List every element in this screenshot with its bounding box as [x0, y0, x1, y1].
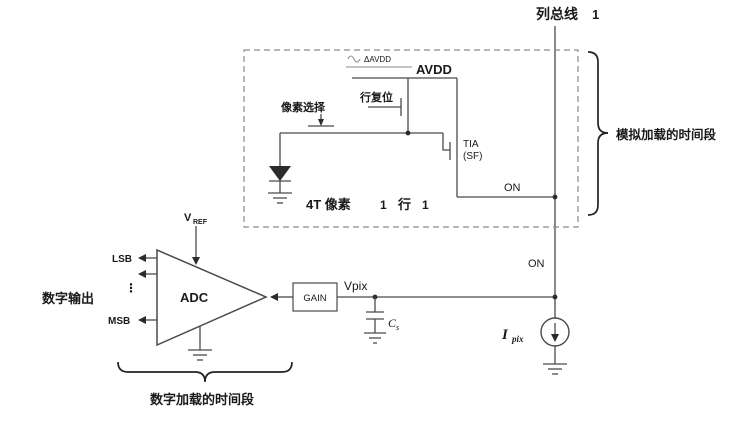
bus-junction-top: [552, 194, 558, 200]
pixel-select-label: 像素选择: [281, 100, 326, 114]
adc-label: ADC: [180, 290, 209, 305]
cap-label: C: [388, 316, 397, 330]
digital-period-brace: [117, 361, 293, 383]
photodiode-triangle: [269, 166, 291, 181]
sf-gate-lead: [442, 133, 450, 151]
ipix-subscript: pix: [511, 334, 524, 344]
digital-output-label: 数字输出: [42, 291, 94, 306]
ipix-label: I: [501, 327, 509, 343]
column-bus-label: 列总线: [536, 6, 578, 22]
source-follower-transistor: [442, 78, 458, 197]
pixel-select-transistor: [280, 114, 443, 134]
sampling-capacitor: [364, 297, 386, 344]
gain-label: GAIN: [303, 293, 326, 304]
row-reset-transistor: [368, 78, 409, 133]
msb-arrowhead: [138, 316, 146, 324]
vpix-label: Vpix: [344, 279, 367, 293]
select-gate-arrowhead: [318, 119, 324, 126]
photodiode: [268, 133, 292, 204]
on-label-pixel: ON: [504, 182, 521, 194]
adc-input-arrowhead: [270, 293, 278, 301]
vref-label: V: [184, 212, 192, 224]
vref-arrowhead: [192, 257, 200, 265]
adc-ground: [188, 326, 212, 361]
current-source-arrowhead: [551, 334, 559, 342]
vref-input: V REF: [184, 212, 208, 265]
cap-subscript: s: [396, 323, 399, 332]
delta-avdd-label: ΔAVDD: [364, 55, 391, 64]
adc-triangle: [156, 248, 268, 347]
vref-subscript: REF: [193, 219, 208, 226]
analog-period-label: 模拟加载的时间段: [616, 127, 717, 142]
fd-node-dot: [405, 130, 411, 136]
ground-icon: [268, 192, 292, 204]
avdd-label: AVDD: [416, 62, 452, 77]
bit-arrowhead: [138, 270, 146, 278]
analog-period-brace: [587, 51, 609, 216]
row-reset-label: 行复位: [359, 90, 393, 104]
bus-junction-bottom: [552, 294, 558, 300]
ground-icon: [188, 349, 212, 361]
adc-output-arrows: [138, 254, 157, 324]
ground-icon: [543, 363, 567, 375]
column-bus-number: 1: [592, 7, 599, 22]
msb-label: MSB: [108, 316, 130, 327]
lsb-label: LSB: [112, 254, 132, 265]
digital-period-label: 数字加载的时间段: [150, 392, 254, 407]
gain-block: [292, 282, 338, 312]
tia-label: TIA: [463, 139, 479, 150]
pixel-dashed-box: [243, 49, 579, 228]
pixel-current-source: [540, 317, 570, 375]
pixel-caption-num1: 1: [380, 198, 387, 212]
sf-label: (SF): [463, 151, 482, 162]
ground-icon: [364, 332, 386, 344]
pixel-caption-num2: 1: [422, 198, 429, 212]
pixel-caption-row: 行: [397, 197, 411, 212]
lsb-arrowhead: [138, 254, 146, 262]
bits-ellipsis: ⋮: [125, 281, 137, 295]
on-label-bus: ON: [528, 258, 545, 270]
avdd-ripple-symbol: ΔAVDD: [346, 55, 412, 68]
sine-wave-icon: [347, 55, 361, 63]
pixel-caption: 4T 像素: [306, 197, 351, 212]
